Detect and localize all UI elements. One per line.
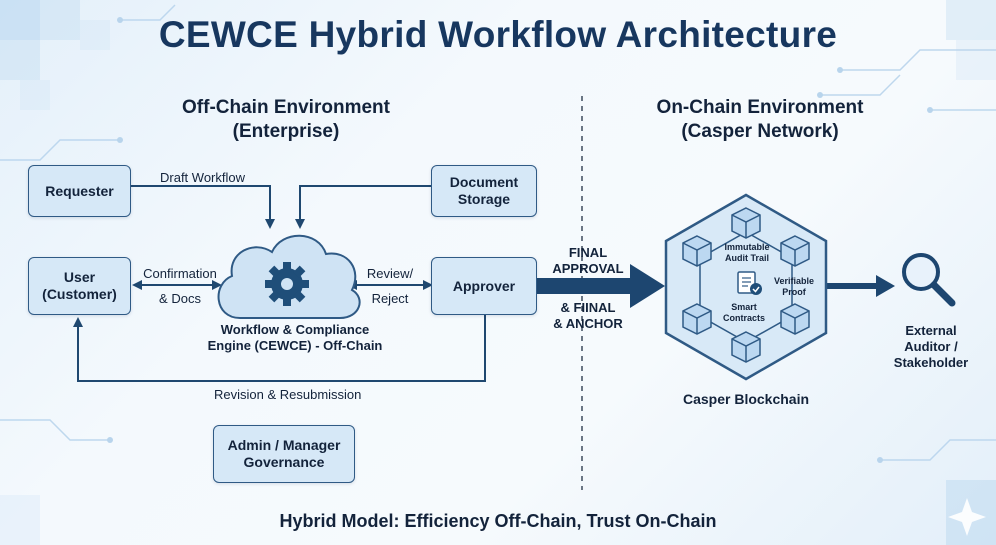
draft-workflow-arrow: [131, 185, 275, 229]
onchain-heading: On-Chain Environment (Casper Network): [656, 97, 864, 142]
document-storage-arrow: [295, 185, 431, 229]
offchain-heading: Off-Chain Environment (Enterprise): [182, 97, 390, 142]
cube-icon-upper-left: [682, 235, 712, 267]
user-node: User (Customer): [28, 257, 131, 315]
document-storage-node: Document Storage: [431, 165, 537, 217]
anchor-label: & FIINAL & ANCHOR: [553, 300, 623, 331]
review-label: Review/: [366, 266, 414, 281]
sparkle-icon: [948, 498, 986, 536]
magnifier-icon: [902, 253, 956, 307]
approver-node: Approver: [431, 257, 537, 315]
revision-label: Revision & Resubmission: [214, 387, 362, 402]
document-check-icon: [737, 271, 762, 295]
audit-trail-label: Immutable Audit Trail: [724, 242, 770, 263]
cube-icon-lower-left: [682, 303, 712, 335]
final-approval-label: FINAL APPROVAL: [552, 245, 624, 276]
cube-icon-upper-right: [780, 235, 810, 267]
final-approval-arrow: [537, 264, 665, 308]
reject-label: Reject: [371, 291, 409, 306]
blockchain-label: Casper Blockchain: [682, 391, 810, 407]
draft-workflow-label: Draft Workflow: [160, 170, 245, 185]
verifiable-proof-label: Verifiable Proof: [773, 276, 815, 297]
auditor-arrow: [825, 275, 895, 297]
requester-node: Requester: [28, 165, 131, 217]
confirmation-label: Confirmation: [143, 266, 217, 281]
engine-label: Workflow & Compliance Engine (CEWCE) - O…: [207, 322, 383, 353]
cube-icon-lower-right: [780, 303, 810, 335]
docs-label: & Docs: [159, 291, 201, 306]
auditor-label: External Auditor / Stakeholder: [893, 323, 969, 370]
page-title: CEWCE Hybrid Workflow Architecture: [158, 14, 838, 55]
admin-governance-node: Admin / Manager Governance: [213, 425, 355, 483]
footer-tagline: Hybrid Model: Efficiency Off-Chain, Trus…: [279, 511, 717, 531]
revision-arrow: [73, 315, 486, 382]
gear-icon: [265, 262, 309, 306]
cube-icon-top: [731, 207, 761, 239]
smart-contracts-label: Smart Contracts: [722, 302, 765, 323]
cube-icon-bottom: [731, 331, 761, 363]
